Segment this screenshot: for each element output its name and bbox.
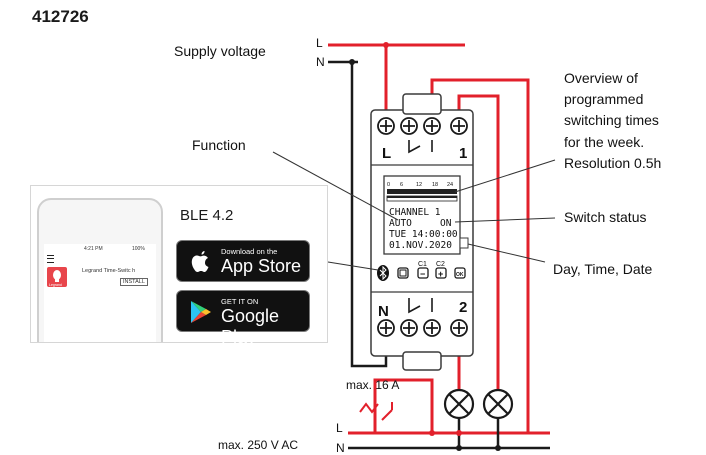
terminal-label-L: L	[382, 145, 391, 162]
svg-text:18: 18	[432, 182, 438, 188]
overview-label-2: programmed	[564, 91, 643, 107]
product-code: 412726	[32, 7, 89, 26]
lcd-line-4: 01.NOV.2020	[389, 240, 452, 251]
menu-icon	[399, 269, 407, 277]
neutral-junction-c	[495, 445, 501, 451]
wire-label-N-bottom: N	[336, 441, 345, 455]
apple-icon	[191, 251, 209, 272]
plus-glyph: +	[438, 269, 443, 279]
relay-contacts	[408, 140, 433, 314]
callout-overview	[454, 159, 556, 193]
apple-small-text: Download on the	[221, 247, 278, 256]
google-small-text: GET IT ON	[221, 297, 259, 306]
lcd-time-scale: 0 6 12 18 24	[386, 182, 458, 202]
ok-glyph: OK	[456, 272, 464, 278]
wire-label-L-bottom: L	[336, 421, 343, 435]
top-terminals	[377, 117, 468, 135]
bluetooth-icon	[377, 265, 389, 281]
bottom-terminals	[377, 319, 468, 337]
neutral-junction	[349, 59, 355, 65]
lcd-line-2-right: ON	[440, 218, 452, 229]
phone-screen: 4:21 PM 100% Legrand Legrand Time-Switc …	[44, 244, 156, 342]
google-big-text: Google Play	[221, 306, 280, 347]
svg-text:Legrand: Legrand	[49, 283, 62, 287]
load-junction-b	[456, 430, 462, 436]
svg-text:12: 12	[416, 182, 422, 188]
contact-label-2: 2	[459, 299, 467, 316]
lamps	[443, 388, 514, 420]
phone-time: 4:21 PM	[84, 246, 103, 252]
day-time-date-label: Day, Time, Date	[553, 261, 653, 277]
apple-big-text: App Store	[221, 256, 302, 276]
install-button[interactable]: INSTALL	[120, 278, 148, 286]
neutral-junction-b	[456, 445, 462, 451]
plus-button[interactable]	[435, 267, 447, 279]
overview-label-4: for the week.	[564, 134, 644, 150]
hamburger-menu-icon[interactable]	[47, 255, 54, 263]
svg-text:6: 6	[400, 182, 403, 188]
app-name: Legrand Time-Switc h	[82, 268, 136, 274]
callout-lines	[272, 151, 556, 271]
button-label-c2: C2	[436, 261, 445, 268]
contact-label-1: 1	[459, 145, 467, 162]
supply-voltage-label: Supply voltage	[174, 43, 266, 59]
callout-bluetooth	[327, 261, 379, 271]
max-voltage-label: max. 250 V AC	[218, 438, 298, 452]
lcd-line-3: TUE 14:00:00	[389, 229, 458, 240]
legrand-app-icon: Legrand	[47, 267, 67, 287]
button-label-c1: C1	[418, 261, 427, 268]
live-junction	[383, 42, 389, 48]
max-current-label: max. 16 A	[346, 378, 399, 392]
function-label: Function	[192, 137, 246, 153]
svg-text:0: 0	[387, 182, 390, 188]
load-junction-a	[429, 430, 435, 436]
wire-label-L-top: L	[316, 36, 323, 50]
app-store-badge[interactable]: Download on the App Store	[176, 240, 310, 282]
google-play-badge[interactable]: GET IT ON Google Play	[176, 290, 310, 347]
lamp-2	[482, 388, 514, 420]
callout-day-time	[467, 243, 546, 263]
google-play-icon	[191, 301, 211, 323]
switch-status-label: Switch status	[564, 209, 646, 225]
callout-switch-status	[454, 217, 556, 223]
wire-label-N-top: N	[316, 55, 325, 69]
time-switch-device: L 1 N 2 0 6 12 18 24 CHANNEL 1 AUTO ON T…	[370, 93, 474, 371]
lcd-line-2-left: AUTO	[389, 218, 412, 229]
overview-label-5: Resolution 0.5h	[564, 155, 661, 171]
svg-text:24: 24	[447, 182, 453, 188]
lcd-line-1: CHANNEL 1	[389, 207, 441, 218]
lcd-side-tab	[459, 237, 469, 249]
overview-label-1: Overview of	[564, 70, 638, 86]
terminal-label-N: N	[378, 303, 389, 320]
lamp-1	[443, 388, 475, 420]
contact1-wire-b	[457, 94, 500, 390]
switch-symbol	[359, 402, 393, 421]
phone-mockup: 4:21 PM 100% Legrand Legrand Time-Switc …	[37, 198, 163, 342]
phone-battery: 100%	[132, 246, 145, 252]
ble-label: BLE 4.2	[180, 207, 234, 224]
overview-label-3: switching times	[564, 112, 659, 128]
minus-glyph: −	[420, 269, 425, 279]
ok-button[interactable]	[454, 267, 466, 279]
minus-button[interactable]	[417, 267, 429, 279]
callout-function	[272, 151, 399, 221]
